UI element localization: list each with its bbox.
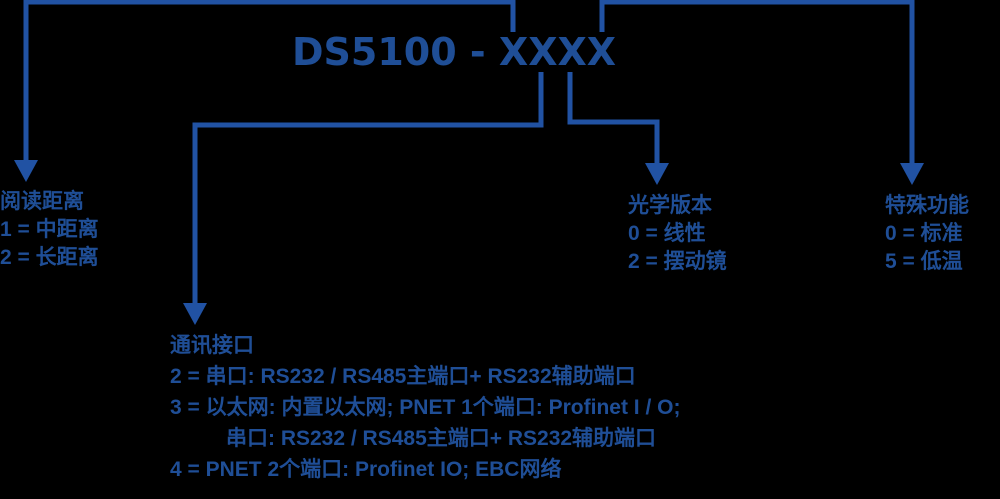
- comm-interface-option: 4 = PNET 2个端口: Profinet IO; EBC网络: [170, 458, 562, 481]
- read-distance-group: 阅读距离 1 = 中距离 2 = 长距离: [0, 188, 99, 272]
- optics-version-group: 光学版本 0 = 线性 2 = 摆动镜: [628, 192, 727, 276]
- connector-special-function: [599, 0, 915, 166]
- arrow-down-icon: [14, 160, 38, 182]
- arrow-down-icon: [645, 163, 669, 185]
- connector-optics-version: [567, 72, 660, 166]
- special-function-option: 0 = 标准: [885, 222, 963, 245]
- comm-interface-option: 3 = 以太网: 内置以太网; PNET 1个端口: Profinet I / …: [170, 396, 681, 419]
- read-distance-heading: 阅读距离: [0, 190, 84, 213]
- read-distance-option: 1 = 中距离: [0, 218, 99, 241]
- comm-interface-option: 2 = 串口: RS232 / RS485主端口+ RS232辅助端口: [170, 365, 636, 388]
- arrow-down-icon: [900, 163, 924, 185]
- connector-read-distance: [23, 0, 516, 163]
- comm-interface-group: 通讯接口 2 = 串口: RS232 / RS485主端口+ RS232辅助端口…: [170, 330, 680, 485]
- part-number-title: DS5100 - XXXX: [292, 30, 617, 74]
- special-function-group: 特殊功能 0 = 标准 5 = 低温: [885, 192, 969, 276]
- comm-interface-heading: 通讯接口: [170, 334, 254, 357]
- arrow-down-icon: [183, 303, 207, 325]
- special-function-heading: 特殊功能: [885, 194, 969, 217]
- special-function-option: 5 = 低温: [885, 250, 963, 273]
- read-distance-option: 2 = 长距离: [0, 246, 99, 269]
- optics-version-heading: 光学版本: [628, 194, 712, 217]
- comm-interface-option-continued: 串口: RS232 / RS485主端口+ RS232辅助端口: [226, 427, 657, 450]
- connector-comm-interface: [192, 72, 544, 306]
- optics-version-option: 0 = 线性: [628, 222, 706, 245]
- optics-version-option: 2 = 摆动镜: [628, 250, 727, 273]
